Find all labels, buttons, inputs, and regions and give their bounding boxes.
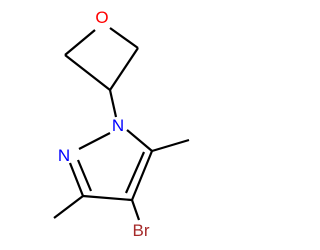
bond-oxetane-c2-c3: [109, 47, 139, 91]
nitrogen-n1-label: N: [112, 116, 124, 135]
molecule-structure: O N N Br: [53, 8, 190, 240]
bond-n1-n2: [78, 132, 111, 150]
bond-n2-c3-double-a: [68, 162, 85, 197]
bond-c3-c4: [82, 194, 133, 202]
bond-oxetane-o-c2: [109, 27, 139, 49]
bond-c5-methyl: [151, 138, 190, 153]
bond-oxetane-n1: [108, 89, 118, 118]
bond-oxetane-c3-c1: [64, 54, 111, 91]
bond-c4-br: [130, 199, 141, 221]
bond-n2-c3-double-b: [76, 159, 93, 192]
bond-oxetane-c1-o: [64, 29, 96, 56]
oxygen-atom-label: O: [95, 8, 108, 27]
bond-c3-methyl: [53, 195, 84, 219]
bromine-atom-label: Br: [133, 221, 150, 240]
bond-c4-c5: [130, 150, 154, 201]
bond-c5-n1: [126, 129, 153, 152]
nitrogen-n2-label: N: [58, 146, 70, 165]
bond-c4-c5-inner: [124, 151, 146, 194]
